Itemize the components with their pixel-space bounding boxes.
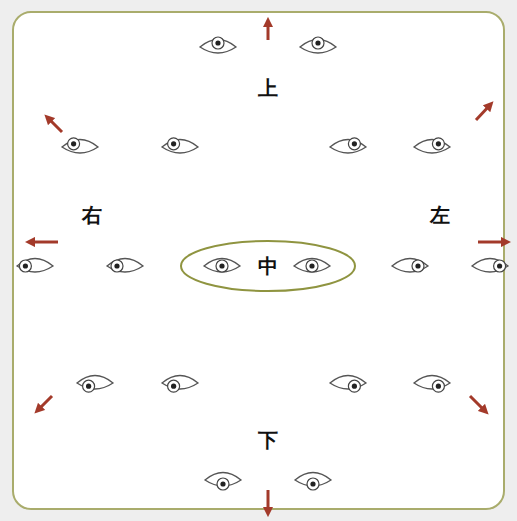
eye-iris — [412, 260, 424, 272]
center-ellipse: 中 — [180, 240, 356, 292]
eye-pupil — [309, 263, 314, 268]
eye-iris — [432, 138, 444, 150]
eye-icon — [295, 473, 331, 491]
panel-border — [13, 12, 504, 509]
eye-pupil — [171, 141, 176, 146]
eye-pupil — [86, 384, 91, 389]
eye-pupil — [219, 263, 224, 268]
eye-outline — [17, 259, 53, 273]
eye-iris — [216, 260, 228, 272]
eye-iris — [168, 138, 180, 150]
eye-pupil — [415, 263, 420, 268]
eye-icon — [204, 259, 240, 273]
eye-iris — [83, 380, 95, 392]
direction-arrow — [470, 396, 485, 411]
eye-pupil — [315, 40, 320, 45]
eye-iris — [348, 138, 360, 150]
eye-icon — [200, 37, 236, 53]
eye-outline — [330, 140, 366, 154]
eye-outline — [392, 259, 428, 273]
eye-iris — [19, 260, 31, 272]
eye-icon — [330, 138, 366, 153]
eye-iris — [111, 260, 123, 272]
center-label: 中 — [258, 256, 278, 276]
direction-arrow — [38, 396, 52, 410]
eye-icon — [472, 259, 508, 273]
eye-outline — [162, 140, 198, 154]
eye-outline — [62, 140, 98, 154]
eye-icon — [162, 376, 198, 393]
eye-icon — [17, 259, 53, 273]
eye-iris — [432, 380, 444, 392]
ellipse-outline — [181, 241, 355, 291]
direction-label: 下 — [258, 430, 278, 450]
eye-pupil — [23, 263, 28, 268]
eye-pupil — [436, 384, 441, 389]
direction-label: 上 — [258, 78, 278, 98]
eye-iris — [348, 380, 360, 392]
eye-pupil — [220, 481, 225, 486]
eye-pupil — [171, 384, 176, 389]
eye-iris — [217, 478, 229, 490]
eye-outline — [472, 259, 508, 273]
eye-icon — [414, 376, 450, 393]
eye-pupil — [352, 384, 357, 389]
eye-icon — [162, 138, 198, 153]
direction-arrow — [30, 241, 58, 244]
eye-outline — [204, 259, 240, 273]
eye-outline — [414, 140, 450, 154]
direction-arrow — [48, 118, 62, 132]
eye-icon — [107, 259, 143, 273]
eye-icon — [77, 376, 113, 393]
direction-arrow — [476, 105, 490, 120]
eye-icon — [330, 376, 366, 393]
eye-icon — [414, 138, 450, 153]
direction-arrow — [267, 22, 270, 40]
eye-pupil — [114, 263, 119, 268]
eye-iris — [212, 37, 224, 49]
eye-icon — [62, 138, 98, 153]
eye-iris — [168, 380, 180, 392]
eye-pupil — [215, 40, 220, 45]
eye-iris — [494, 260, 506, 272]
eye-outline — [294, 259, 330, 273]
eye-pupil — [310, 481, 315, 486]
eye-pupil — [436, 141, 441, 146]
direction-arrow — [267, 490, 270, 512]
eye-iris — [312, 37, 324, 49]
eye-iris — [306, 260, 318, 272]
direction-arrow — [478, 241, 506, 244]
eye-icon — [392, 259, 428, 273]
eye-pupil — [497, 263, 502, 268]
eye-icon — [294, 259, 330, 273]
eye-iris — [307, 478, 319, 490]
eye-pupil — [71, 141, 76, 146]
eye-outline — [107, 259, 143, 273]
direction-label: 右 — [82, 205, 102, 225]
direction-label: 左 — [430, 205, 450, 225]
eye-iris — [68, 138, 80, 150]
eye-icon — [300, 37, 336, 53]
eye-pupil — [352, 141, 357, 146]
eye-icon — [205, 473, 241, 491]
